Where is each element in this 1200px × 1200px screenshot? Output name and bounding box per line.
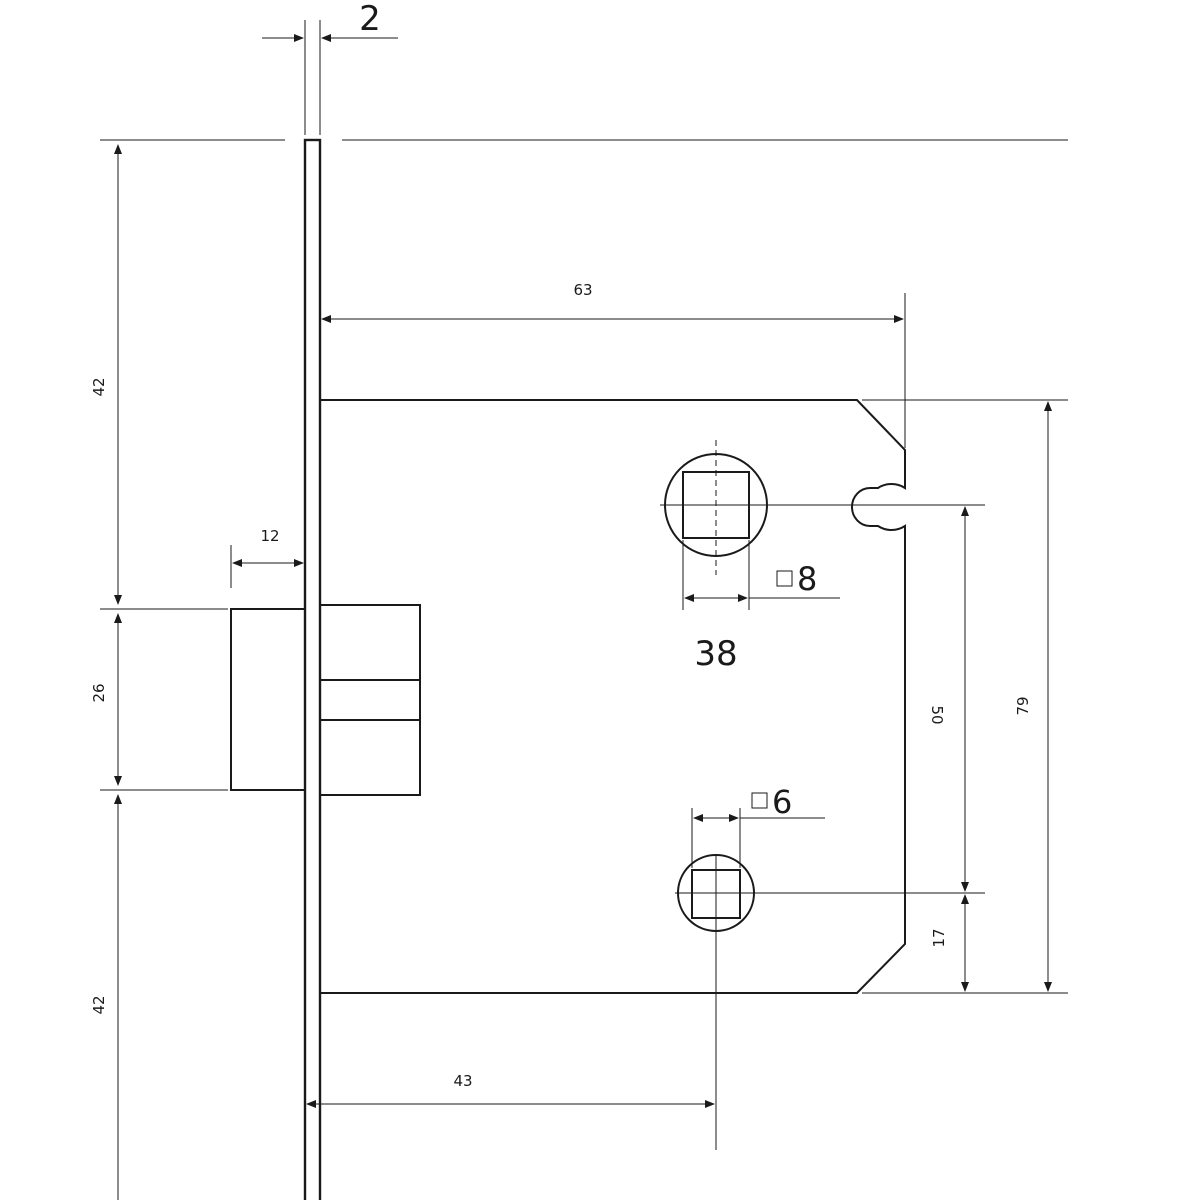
handle-hub [660,440,985,575]
dim-lower-hub-backset: 43 [306,1072,715,1108]
dim-bolt-height-label: 26 [90,683,108,702]
dim-handle-spindle: 8 38 [682,540,840,674]
dim-lower-hub-backset-label: 43 [453,1072,472,1090]
dim-backset-label: 63 [573,281,592,299]
square-symbol-icon [776,570,793,587]
key-hub [675,854,985,1150]
dim-right-inner-chain: 50 17 [928,506,969,992]
dim-hub-center-distance-label: 50 [928,705,946,724]
lock-case [320,399,906,994]
latch-bolt [230,604,421,796]
dim-body-height-label: 79 [1014,696,1032,715]
dim-bolt-projection: 12 [230,527,304,588]
dim-handle-spacing-label: 38 [694,634,737,674]
dim-body-height: 79 [1014,401,1052,992]
dim-left-chain: 42 26 42 [90,144,228,1200]
faceplate [303,138,322,1200]
dim-key-spindle: 6 [691,783,825,868]
dim-faceplate-thickness-label: 2 [359,0,381,39]
dim-lower-hub-offset-label: 17 [930,928,948,947]
square-symbol-icon [751,792,768,809]
dim-handle-spindle-label: 8 [797,560,817,598]
dim-backset: 63 [321,281,906,448]
dim-key-spindle-label: 6 [772,783,792,821]
right-reference-lines [862,399,1068,994]
dim-bolt-projection-label: 12 [260,527,279,545]
dim-bolt-to-bottom-label: 42 [90,995,108,1014]
dim-faceplate-thickness: 2 [262,0,398,135]
dim-top-to-bolt-label: 42 [90,377,108,396]
